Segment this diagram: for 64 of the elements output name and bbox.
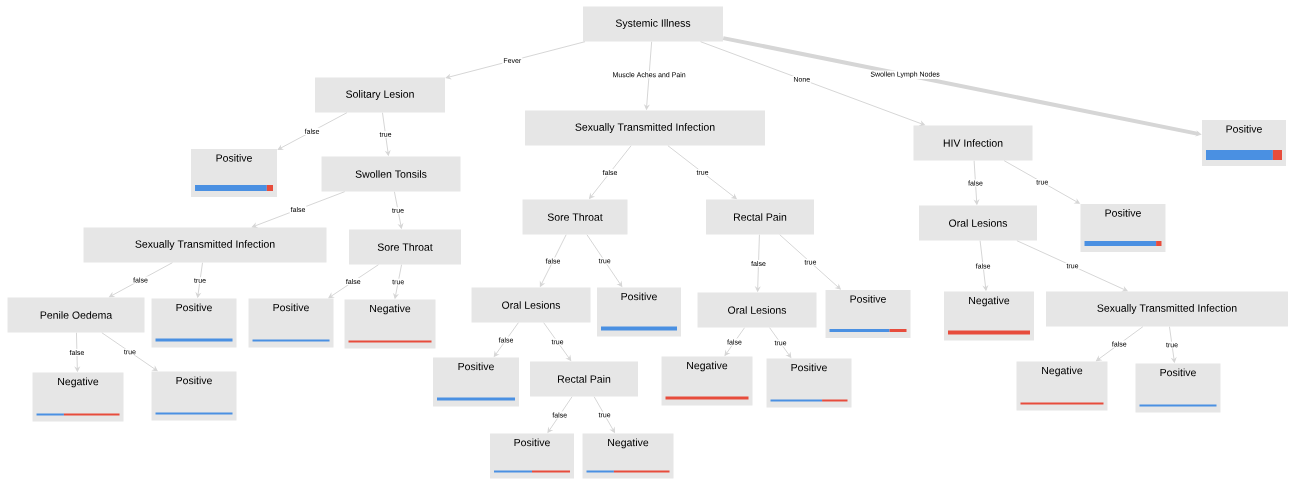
arrow <box>109 262 173 298</box>
arrow <box>973 160 979 205</box>
arrow <box>539 234 567 287</box>
leaf-box: Positive <box>825 290 911 338</box>
leaf-box: Positive <box>490 433 574 479</box>
leaf-box: Positive <box>1202 120 1286 166</box>
arrow <box>277 112 348 150</box>
leaf-box: Negative <box>582 433 674 479</box>
leaf-box: Positive <box>597 287 681 337</box>
decision-box: Sexually Transmitted Infection <box>1046 291 1288 327</box>
decision-box: Oral Lesions <box>919 205 1037 241</box>
leaf-box: Negative <box>944 291 1034 341</box>
arrow <box>979 240 988 291</box>
arrow <box>543 322 572 361</box>
arrow <box>393 264 403 299</box>
arrow <box>493 322 519 357</box>
arrow <box>75 332 80 372</box>
decision-box: Swollen Tonsils <box>321 156 461 192</box>
arrow <box>593 396 615 433</box>
leaf-box: Positive <box>766 358 852 408</box>
arrow <box>769 327 792 358</box>
arrow <box>393 191 403 229</box>
decision-box: Rectal Pain <box>530 361 638 397</box>
decision-box: Sexually Transmitted Infection <box>525 110 765 146</box>
leaf-box: Positive <box>1135 363 1221 413</box>
arrow <box>724 327 746 356</box>
arrow <box>1003 160 1080 204</box>
decision-box: Rectal Pain <box>706 199 814 235</box>
arrow <box>779 234 841 290</box>
decision-box: Sore Throat <box>522 199 628 235</box>
arrow <box>445 41 586 80</box>
decision-box: Oral Lesions <box>697 292 817 328</box>
arrow <box>1016 240 1128 292</box>
arrow <box>251 191 346 228</box>
decision-box: Penile Oedema <box>7 297 145 333</box>
arrow <box>1168 326 1177 363</box>
leaf-box: Positive <box>1080 204 1166 252</box>
arrow <box>328 264 379 299</box>
arrow <box>382 112 391 156</box>
leaf-box: Positive <box>433 357 519 407</box>
leaf-box: Positive <box>151 298 237 348</box>
arrow <box>1096 326 1144 362</box>
decision-box: Sexually Transmitted Infection <box>83 227 327 263</box>
arrow <box>589 145 632 199</box>
leaf-box: Positive <box>151 371 237 421</box>
arrow <box>667 145 737 200</box>
arrow <box>700 41 925 126</box>
decision-box: HIV Infection <box>913 125 1033 161</box>
decision-box: Solitary Lesion <box>315 77 445 113</box>
leaf-box: Positive <box>248 298 334 348</box>
leaf-box: Negative <box>1016 361 1108 411</box>
leaf-box: Positive <box>191 149 277 197</box>
leaf-box: Negative <box>661 356 753 406</box>
leaf-box: Negative <box>344 299 436 349</box>
leaf-box: Negative <box>32 372 124 422</box>
arrow <box>586 234 623 287</box>
arrow <box>195 262 203 298</box>
decision-box: Systemic Illness <box>583 6 723 42</box>
arrow <box>755 234 760 292</box>
arrow <box>101 332 158 372</box>
decision-box: Sore Throat <box>349 229 461 265</box>
arrow <box>644 41 653 110</box>
decision-box: Oral Lesions <box>471 287 591 323</box>
arrow <box>547 396 573 433</box>
